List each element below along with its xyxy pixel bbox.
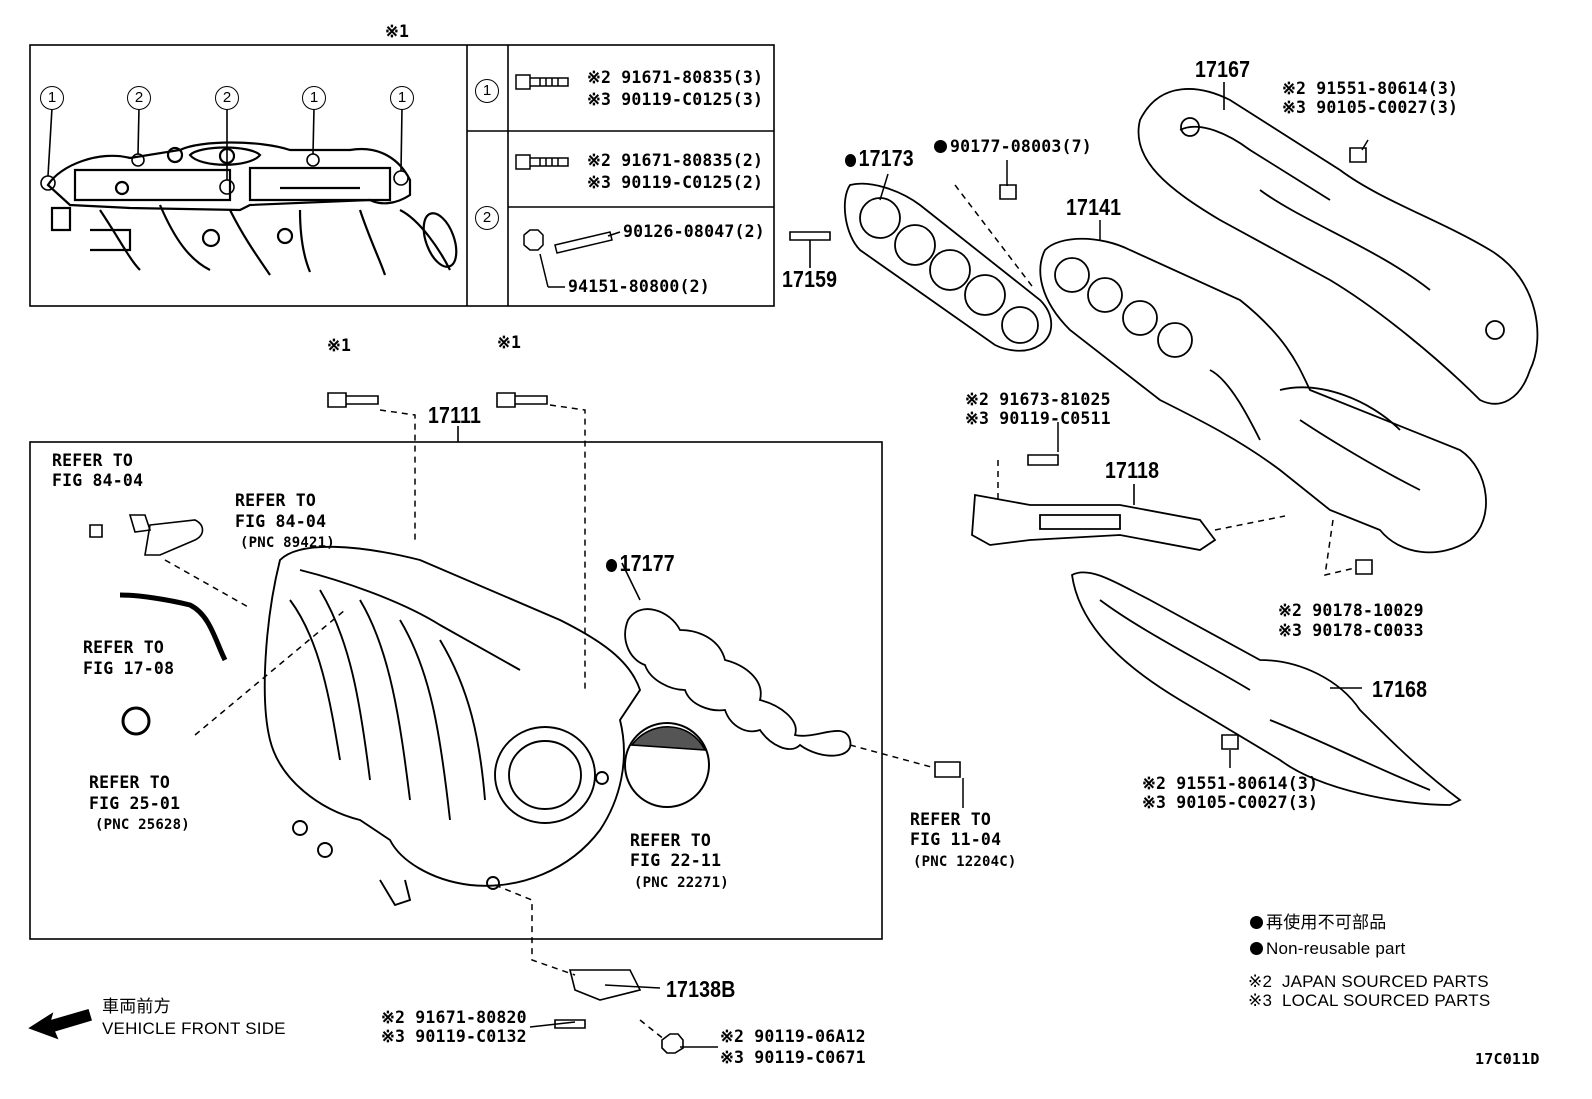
part-90178-line1: ※2 90178-10029 [1278, 601, 1424, 620]
bolt-mark1-b [496, 392, 548, 408]
ref2-line2: FIG 84-04 [235, 512, 327, 531]
heat-insulator-17167 [1137, 88, 1539, 405]
stud-17159 [789, 231, 831, 241]
part-17159: 17159 [782, 266, 838, 292]
sensor-bolt [89, 524, 103, 538]
bottom-bolt-line1: ※2 91671-80820 [381, 1008, 527, 1027]
row2-stud: 90126-08047(2) [623, 222, 765, 241]
part-17177: 17177 [606, 552, 675, 575]
sensor-plug [934, 761, 961, 778]
heat-insulator-17168 [1071, 571, 1462, 806]
ref2-line3: (PNC 89421) [240, 535, 335, 551]
row2-nut: 94151-80800(2) [568, 277, 710, 296]
nonreusable-dot-icon [1250, 942, 1263, 955]
part-90177: 90177-08003(7) [934, 138, 1092, 156]
sensor [144, 519, 204, 556]
circle-ref-4: 1 [302, 86, 326, 110]
circle-ref-2: 2 [127, 86, 151, 110]
ref2-line1: REFER TO [235, 491, 317, 510]
bottom-bolt-1 [554, 1019, 586, 1029]
nonreusable-dot-icon [934, 140, 947, 153]
vehicle-front-jp: 車両前方 [102, 997, 171, 1016]
row2-line2: ※3 90119-C0125(2) [587, 173, 764, 192]
part-17111: 17111 [428, 402, 482, 428]
part-17167-bolt1: ※2 91551-80614(3) [1282, 79, 1459, 98]
ref4-line1: REFER TO [89, 773, 171, 792]
legend-nonreusable-en: Non-reusable part [1250, 940, 1405, 957]
bolt-mark-1a: ※1 [327, 336, 352, 355]
ref3-line2: FIG 17-08 [83, 659, 175, 678]
nut-90178 [1355, 559, 1373, 575]
nonreusable-dot-icon [606, 559, 618, 572]
ref5-line3: (PNC 22271) [634, 875, 729, 891]
legend-local-sourced: ※3 LOCAL SOURCED PARTS [1248, 991, 1491, 1010]
row1-line1: ※2 91671-80835(3) [587, 68, 764, 87]
bolt-mark1-a [327, 392, 379, 408]
nut-90177 [999, 184, 1017, 200]
ref5-line2: FIG 22-11 [630, 851, 722, 870]
bracket-17118 [971, 493, 1217, 551]
bolt-mark-1b: ※1 [497, 333, 522, 352]
bolt-17167 [1349, 147, 1367, 163]
ref5-line1: REFER TO [630, 831, 712, 850]
ring-gasket [121, 706, 151, 736]
row1-line2: ※3 90119-C0125(3) [587, 90, 764, 109]
bracket-17138b [568, 969, 642, 1001]
circle-ref-1: 1 [40, 86, 64, 110]
part-17168: 17168 [1372, 676, 1428, 702]
ref3-line1: REFER TO [83, 638, 165, 657]
intake-manifold-box [29, 441, 883, 940]
part-17141: 17141 [1066, 194, 1122, 220]
intake-manifold-17111 [263, 545, 642, 907]
bolt-91673 [1027, 454, 1059, 466]
circle-ref-3: 2 [215, 86, 239, 110]
exhaust-manifold-17141 [1039, 237, 1487, 554]
figure-code: 17C011D [1475, 1050, 1540, 1068]
leader-lines [164, 184, 1356, 1041]
bottom-bolt2-line2: ※3 90119-C0671 [720, 1048, 866, 1067]
detail-box [29, 44, 775, 307]
intake-gasket-17177 [624, 608, 852, 757]
ref6-line1: REFER TO [910, 810, 992, 829]
bottom-bolt-2 [661, 1033, 684, 1054]
vehicle-front-en: VEHICLE FRONT SIDE [102, 1019, 286, 1038]
bolt-17168 [1221, 734, 1239, 750]
part-17173: 17173 [845, 147, 914, 170]
ref6-line3: (PNC 12204C) [913, 854, 1017, 870]
manifold-flange-sketch [46, 141, 458, 276]
legend-nonreusable-jp: 再使用不可部品 [1250, 914, 1386, 931]
part-90178-line2: ※3 90178-C0033 [1278, 621, 1424, 640]
bottom-bolt2-line1: ※2 90119-06A12 [720, 1027, 866, 1046]
part-17168-bolt2: ※3 90105-C0027(3) [1142, 793, 1319, 812]
ref6-line2: FIG 11-04 [910, 830, 1002, 849]
ref4-line3: (PNC 25628) [95, 817, 190, 833]
header-mark: ※1 [385, 22, 410, 41]
part-17167-bolt2: ※3 90105-C0027(3) [1282, 98, 1459, 117]
legend-japan-sourced: ※2 JAPAN SOURCED PARTS [1248, 972, 1489, 991]
bottom-bolt-line2: ※3 90119-C0132 [381, 1027, 527, 1046]
part-17118: 17118 [1105, 457, 1160, 483]
bolt-icons-table [515, 74, 621, 288]
row2-line1: ※2 91671-80835(2) [587, 151, 764, 170]
ref1-line2: FIG 84-04 [52, 471, 144, 490]
part-17168-bolt1: ※2 91551-80614(3) [1142, 774, 1319, 793]
table-row2-key: 2 [475, 206, 499, 230]
nonreusable-dot-icon [845, 154, 857, 167]
part-91673-line2: ※3 90119-C0511 [965, 409, 1111, 428]
part-17138B: 17138B [666, 976, 736, 1002]
table-row1-key: 1 [475, 79, 499, 103]
ref1-line1: REFER TO [52, 451, 134, 470]
part-91673-line1: ※2 91673-81025 [965, 390, 1111, 409]
ref4-line2: FIG 25-01 [89, 794, 181, 813]
exhaust-gasket-17173 [843, 182, 1053, 352]
hose [119, 592, 228, 662]
part-17167: 17167 [1195, 56, 1251, 82]
circle-ref-5: 1 [390, 86, 414, 110]
sensor-connector [128, 514, 152, 533]
nonreusable-dot-icon [1250, 916, 1263, 929]
throttle-gasket [624, 722, 710, 808]
vehicle-front-arrow-icon [28, 1009, 92, 1040]
